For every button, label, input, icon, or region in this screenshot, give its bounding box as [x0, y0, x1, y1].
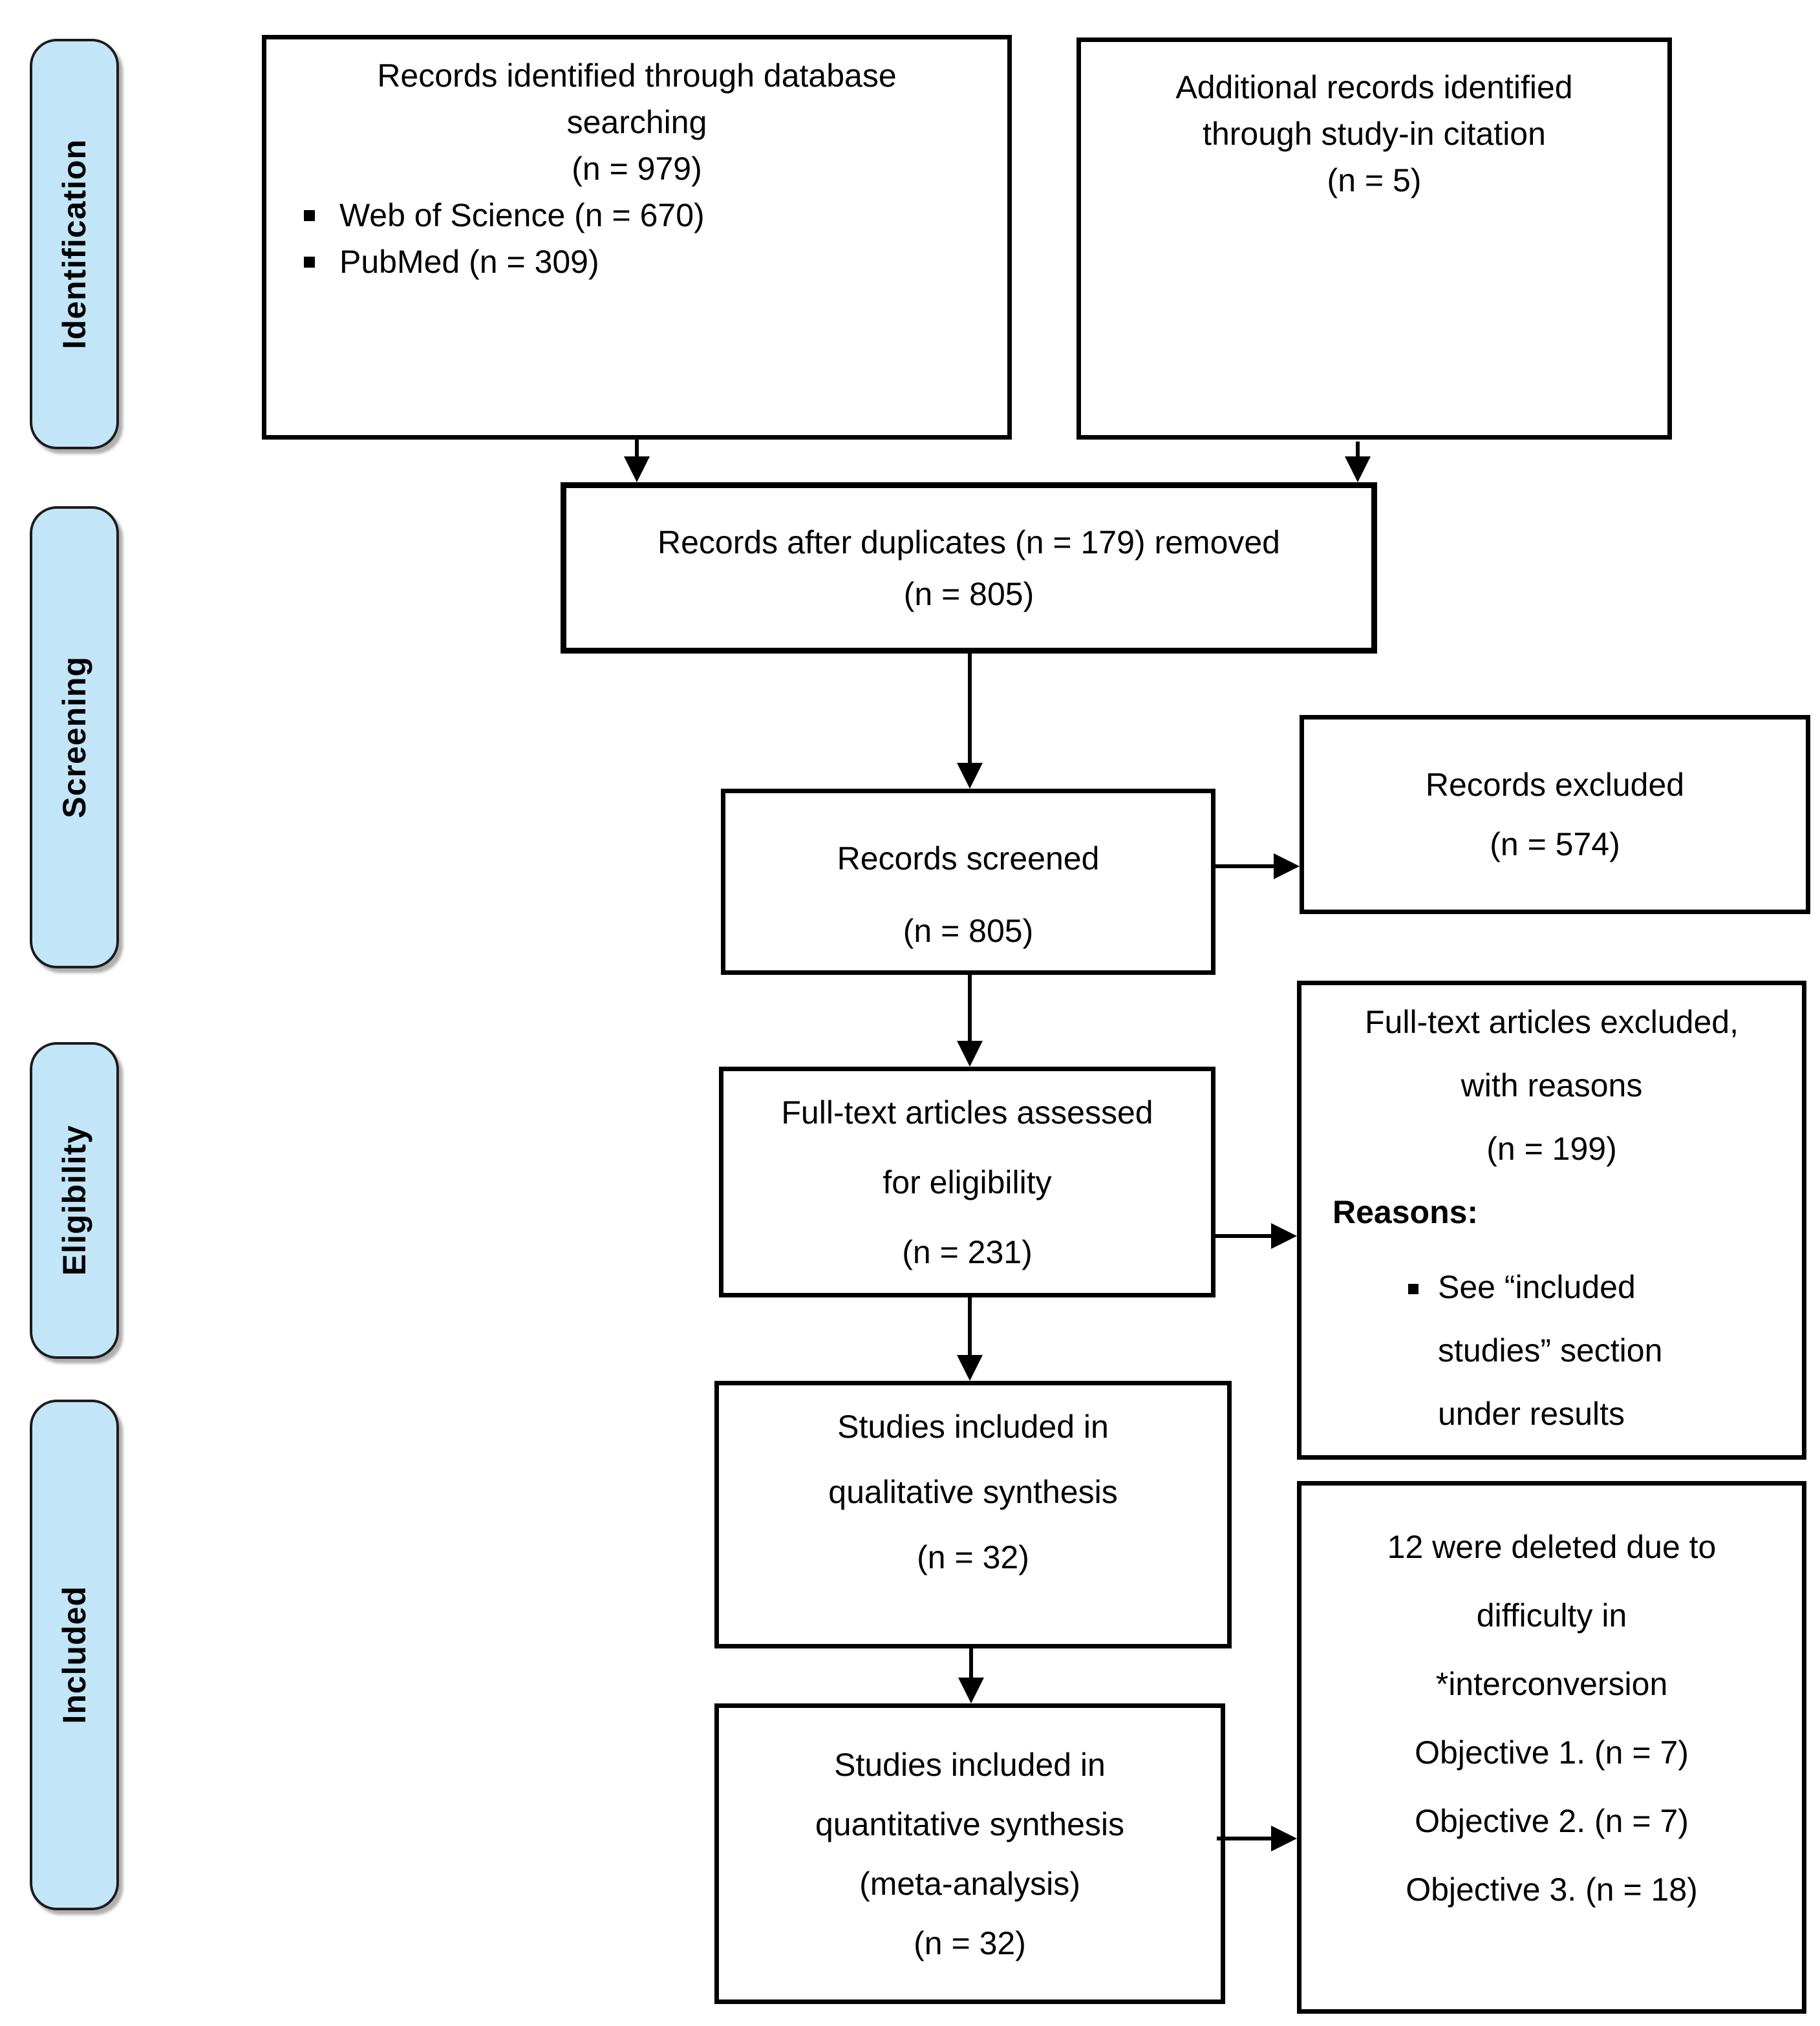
connector-screened-to-excluded — [1215, 864, 1276, 868]
box-text-line: (n = 32) — [914, 1925, 1026, 1961]
box-text-line: Studies included in — [837, 1408, 1109, 1445]
arrowhead-right-icon — [1274, 853, 1300, 879]
box-text-line: quantitative synthesis — [815, 1806, 1125, 1842]
arrowhead-down-icon — [1345, 456, 1371, 482]
box-text-line: studies” section — [1438, 1332, 1663, 1369]
connector-qualitative-to-quantitative — [969, 1648, 973, 1679]
box-text-line: (n = 574) — [1490, 826, 1620, 862]
box-qualitative-synthesis: Studies included in qualitative synthesi… — [714, 1381, 1232, 1648]
box-text-line: Records excluded — [1425, 767, 1685, 803]
connector-quantitative-to-deleted — [1217, 1837, 1274, 1840]
box-records-excluded: Records excluded (n = 574) — [1300, 715, 1810, 914]
connector-duplicates-to-screened — [968, 654, 972, 763]
box-text-line: (n = 805) — [903, 575, 1034, 612]
box-text-line: (n = 32) — [917, 1539, 1029, 1575]
connector-screened-to-fulltext — [968, 975, 972, 1042]
box-text-line: difficulty in — [1476, 1597, 1627, 1634]
box-deleted-objectives: 12 were deleted due to difficulty in *in… — [1297, 1481, 1806, 2014]
box-text-line: Full-text articles excluded, — [1364, 1004, 1739, 1040]
list-item: See “included studies” section under res… — [1408, 1255, 1802, 1445]
stage-label-included: Included — [30, 1400, 119, 1910]
connector-identified-to-duplicates — [635, 438, 639, 460]
box-text-line: 12 were deleted due to — [1387, 1529, 1717, 1565]
reasons-heading: Reasons: — [1333, 1194, 1479, 1230]
box-text-line: *interconversion — [1435, 1666, 1668, 1702]
bullet-item-text: PubMed (n = 309) — [339, 244, 599, 280]
stage-label-eligibility: Eligibility — [30, 1042, 119, 1359]
source-bullet-list: Web of Science (n = 670) PubMed (n = 309… — [304, 192, 705, 285]
stage-label-included-text: Included — [56, 1586, 92, 1724]
box-text-line: (n = 231) — [902, 1233, 1033, 1270]
box-after-duplicates: Records after duplicates (n = 179) remov… — [561, 482, 1377, 654]
box-text-line: Objective 1. (n = 7) — [1415, 1734, 1689, 1771]
box-fulltext-assessed: Full-text articles assessed for eligibil… — [719, 1067, 1215, 1297]
arrowhead-down-icon — [957, 1041, 983, 1067]
box-text-line: Additional records identified — [1175, 69, 1573, 105]
list-item: Web of Science (n = 670) — [304, 192, 705, 239]
stage-label-identification: Identification — [30, 39, 119, 449]
stage-label-screening: Screening — [30, 506, 119, 968]
box-text-line: Full-text articles assessed — [781, 1094, 1153, 1131]
box-text-line: qualitative synthesis — [828, 1473, 1118, 1510]
bullet-square-icon — [304, 256, 315, 268]
box-text-line: (n = 199) — [1486, 1131, 1617, 1167]
box-text-line: searching — [566, 104, 707, 140]
arrowhead-down-icon — [957, 763, 983, 789]
reason-text: See “included studies” section under res… — [1438, 1255, 1662, 1445]
bullet-square-icon — [304, 209, 315, 221]
box-text-line: through study-in citation — [1203, 116, 1546, 152]
arrowhead-down-icon — [957, 1355, 983, 1381]
connector-fulltext-to-qualitative — [968, 1297, 972, 1356]
box-text-line: Objective 2. (n = 7) — [1415, 1803, 1689, 1839]
box-text-line: (meta-analysis) — [859, 1865, 1080, 1902]
box-text-line: Objective 3. (n = 18) — [1406, 1871, 1698, 1908]
stage-label-screening-text: Screening — [56, 656, 92, 818]
box-records-screened: Records screened (n = 805) — [721, 789, 1215, 975]
arrowhead-down-icon — [958, 1678, 984, 1703]
box-text-line: (n = 979) — [572, 151, 702, 187]
box-text-line: under results — [1438, 1396, 1625, 1432]
arrowhead-right-icon — [1271, 1826, 1297, 1851]
box-additional-records: Additional records identified through st… — [1076, 37, 1672, 440]
box-text-line: (n = 5) — [1327, 162, 1422, 198]
box-text-line: Records identified through database — [377, 58, 897, 94]
box-text-line: (n = 805) — [903, 913, 1034, 949]
box-text-line: See “included — [1438, 1269, 1636, 1305]
stage-label-eligibility-text: Eligibility — [56, 1125, 92, 1276]
box-text-line: for eligibility — [883, 1164, 1052, 1200]
box-quantitative-synthesis: Studies included in quantitative synthes… — [714, 1703, 1225, 2004]
box-text-line: Records screened — [837, 840, 1100, 877]
box-fulltext-excluded: Full-text articles excluded, with reason… — [1297, 981, 1806, 1460]
arrowhead-down-icon — [624, 456, 650, 482]
connector-additional-to-duplicates — [1356, 442, 1360, 460]
bullet-item-text: Web of Science (n = 670) — [339, 197, 705, 233]
box-text-line: with reasons — [1461, 1067, 1643, 1104]
arrowhead-right-icon — [1271, 1223, 1297, 1249]
box-records-identified: Records identified through database sear… — [262, 35, 1012, 440]
box-text-line: Studies included in — [834, 1746, 1106, 1783]
stage-label-identification-text: Identification — [56, 138, 92, 350]
bullet-square-icon — [1408, 1284, 1419, 1294]
connector-fulltext-to-excluded — [1215, 1234, 1274, 1238]
list-item: PubMed (n = 309) — [304, 239, 705, 285]
box-text-line: Records after duplicates (n = 179) remov… — [658, 524, 1280, 560]
